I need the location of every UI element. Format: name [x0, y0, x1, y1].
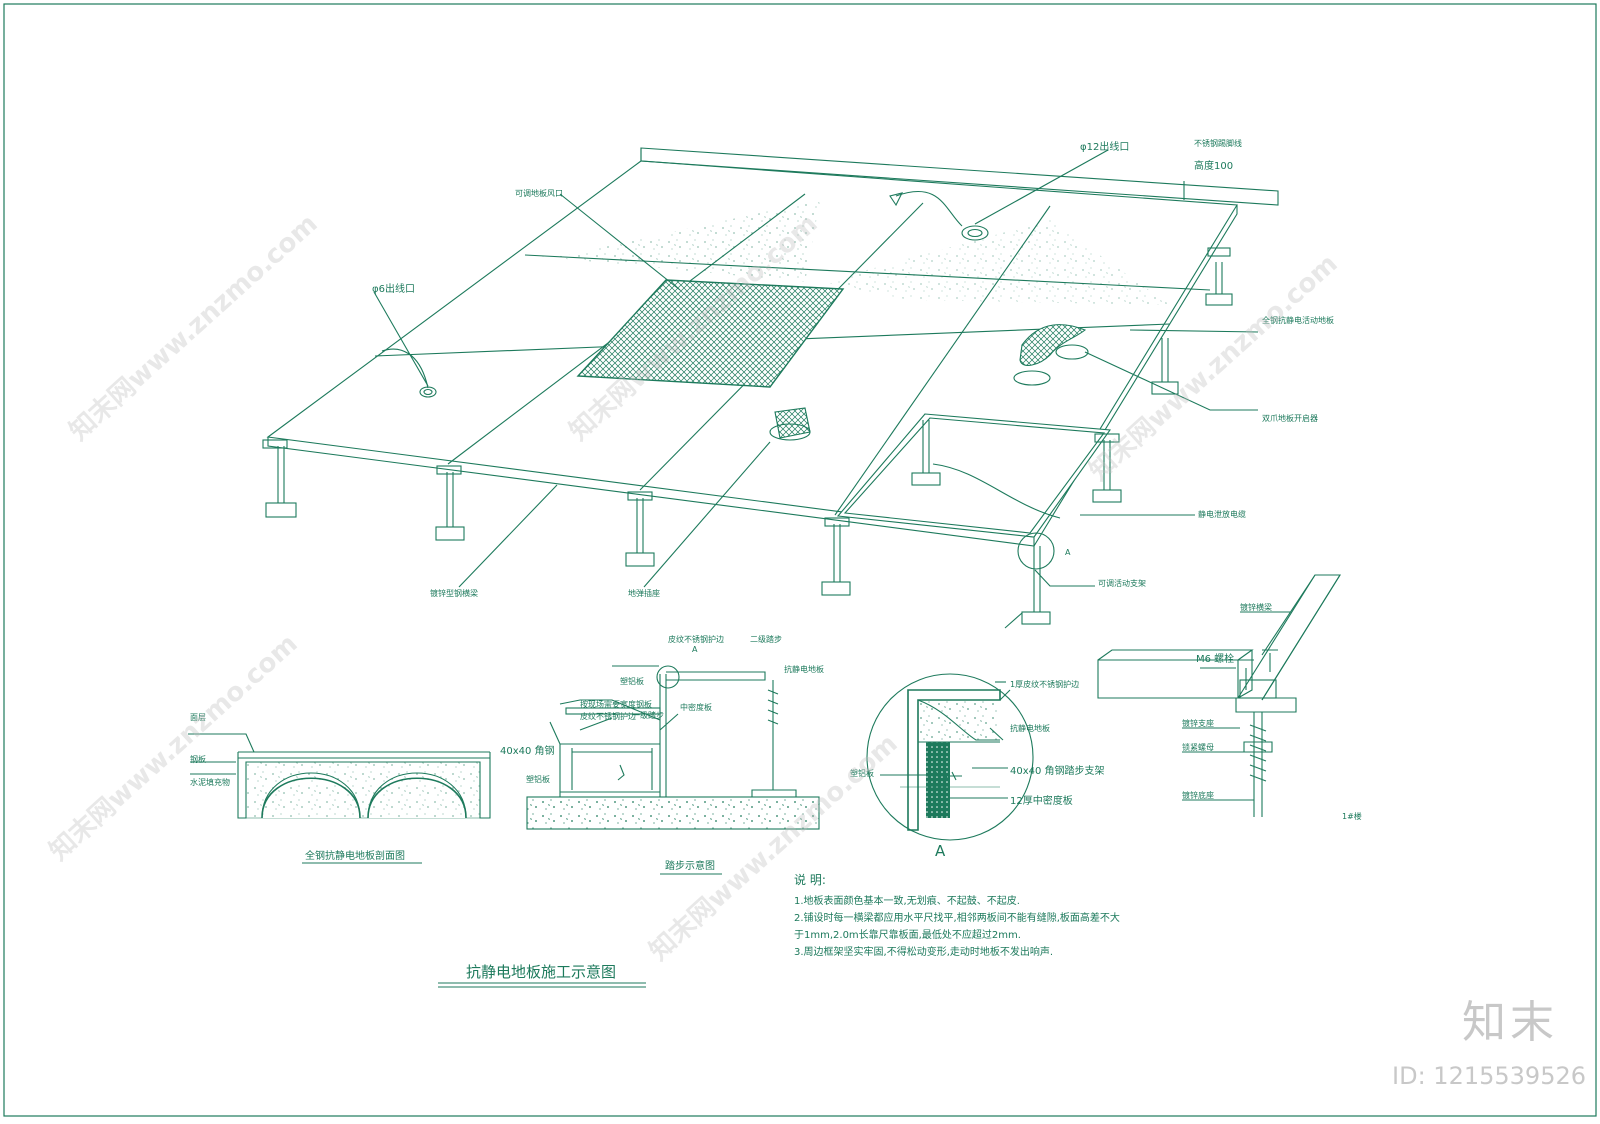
label-stringer: 镀锌型钢横梁 — [430, 589, 478, 598]
label-step-plastic: 塑铝板 — [526, 775, 550, 784]
watermark-id: ID: 1215539526 — [1392, 1062, 1586, 1090]
label-surface: 面层 — [190, 713, 206, 722]
label-cable: 静电泄放电缆 — [1198, 510, 1246, 519]
label-pedestal: 可调活动支架 — [1098, 579, 1146, 588]
label-vent: 可调地板风口 — [515, 189, 563, 198]
main-title: 抗静电地板施工示意图 — [466, 963, 617, 981]
isometric-floor — [262, 147, 1279, 629]
note-2: 2.铺设时每一横梁都应用水平尺找平,相邻两板间不能有缝隙,板面高差不大 — [794, 913, 1120, 924]
step-caption: 踏步示意图 — [665, 861, 715, 872]
label-detail-plastic: 塑铝板 — [850, 769, 874, 778]
label-joint-note: 1#楼 — [1342, 812, 1362, 821]
sheet-border — [3, 3, 1597, 1117]
label-outlet6: φ6出线口 — [372, 284, 415, 295]
label-baseboard: 不锈钢踢脚线 — [1194, 139, 1242, 148]
label-callout-a: A — [1065, 548, 1071, 557]
watermark-brand: 知末 — [1462, 997, 1558, 1048]
label-joint-bolt: M6 螺栓 — [1196, 654, 1235, 665]
label-step-guard-a: A — [692, 645, 698, 654]
label-joint-beam: 镀锌横梁 — [1240, 603, 1272, 612]
step-diagram — [526, 665, 820, 875]
label-detail-guard: 1厚皮纹不锈钢护边 — [1010, 680, 1080, 689]
floor-socket — [774, 407, 811, 439]
joint-detail — [1097, 574, 1341, 817]
label-angle: 40x40 角钢 — [500, 746, 555, 757]
section-view — [188, 733, 491, 864]
label-plastic-top: 塑铝板 — [620, 677, 644, 686]
label-joint-nut: 锁紧螺母 — [1182, 743, 1214, 752]
detail-a — [866, 673, 1034, 841]
label-mdf: 中密度板 — [680, 703, 712, 712]
note-2b: 于1mm,2.0m长靠尺靠板面,最低处不应超过2mm. — [794, 930, 1021, 941]
label-steel-strip: 按现场需要宽度钢板 — [580, 700, 652, 709]
suction-lifter — [1019, 324, 1087, 366]
label-guard2: 皮纹不锈钢护边 — [580, 712, 636, 721]
label-outlet12: φ12出线口 — [1080, 142, 1130, 153]
section-caption: 全钢抗静电地板剖面图 — [305, 851, 405, 862]
label-joint-support: 镀锌支座 — [1182, 719, 1214, 728]
label-step-panel: 抗静电地板 — [784, 665, 824, 674]
label-detail-angle: 40x40 角钢踏步支架 — [1010, 766, 1105, 777]
detail-caption: A — [935, 842, 946, 860]
label-steel: 钢板 — [190, 755, 206, 764]
note-1: 1.地板表面颜色基本一致,无划痕、不起鼓、不起皮. — [794, 896, 1020, 907]
label-joint-base: 镀锌底座 — [1182, 791, 1214, 800]
label-level1: 一级踏步 — [632, 711, 664, 720]
label-lifter: 双爪地板开启器 — [1262, 414, 1318, 423]
label-level2: 二级踏步 — [750, 635, 782, 644]
label-detail-mdf: 12厚中密度板 — [1010, 796, 1073, 807]
pedestals — [262, 247, 1233, 625]
label-detail-panel: 抗静电地板 — [1010, 724, 1050, 733]
label-cement: 水泥填充物 — [190, 778, 230, 787]
notes-block: 说 明: 1.地板表面颜色基本一致,无划痕、不起鼓、不起皮. 2.铺设时每一横梁… — [794, 872, 1120, 961]
label-baseboard-height: 高度100 — [1194, 161, 1234, 172]
notes-heading: 说 明: — [794, 873, 826, 887]
label-panel: 全钢抗静电活动地板 — [1262, 316, 1334, 325]
label-socket: 地弹插座 — [628, 589, 660, 598]
vent-grate — [576, 279, 845, 388]
label-step-guard: 皮纹不锈钢护边 — [668, 635, 724, 644]
note-3: 3.周边框架坚实牢固,不得松动变形,走动时地板不发出响声. — [794, 947, 1054, 958]
